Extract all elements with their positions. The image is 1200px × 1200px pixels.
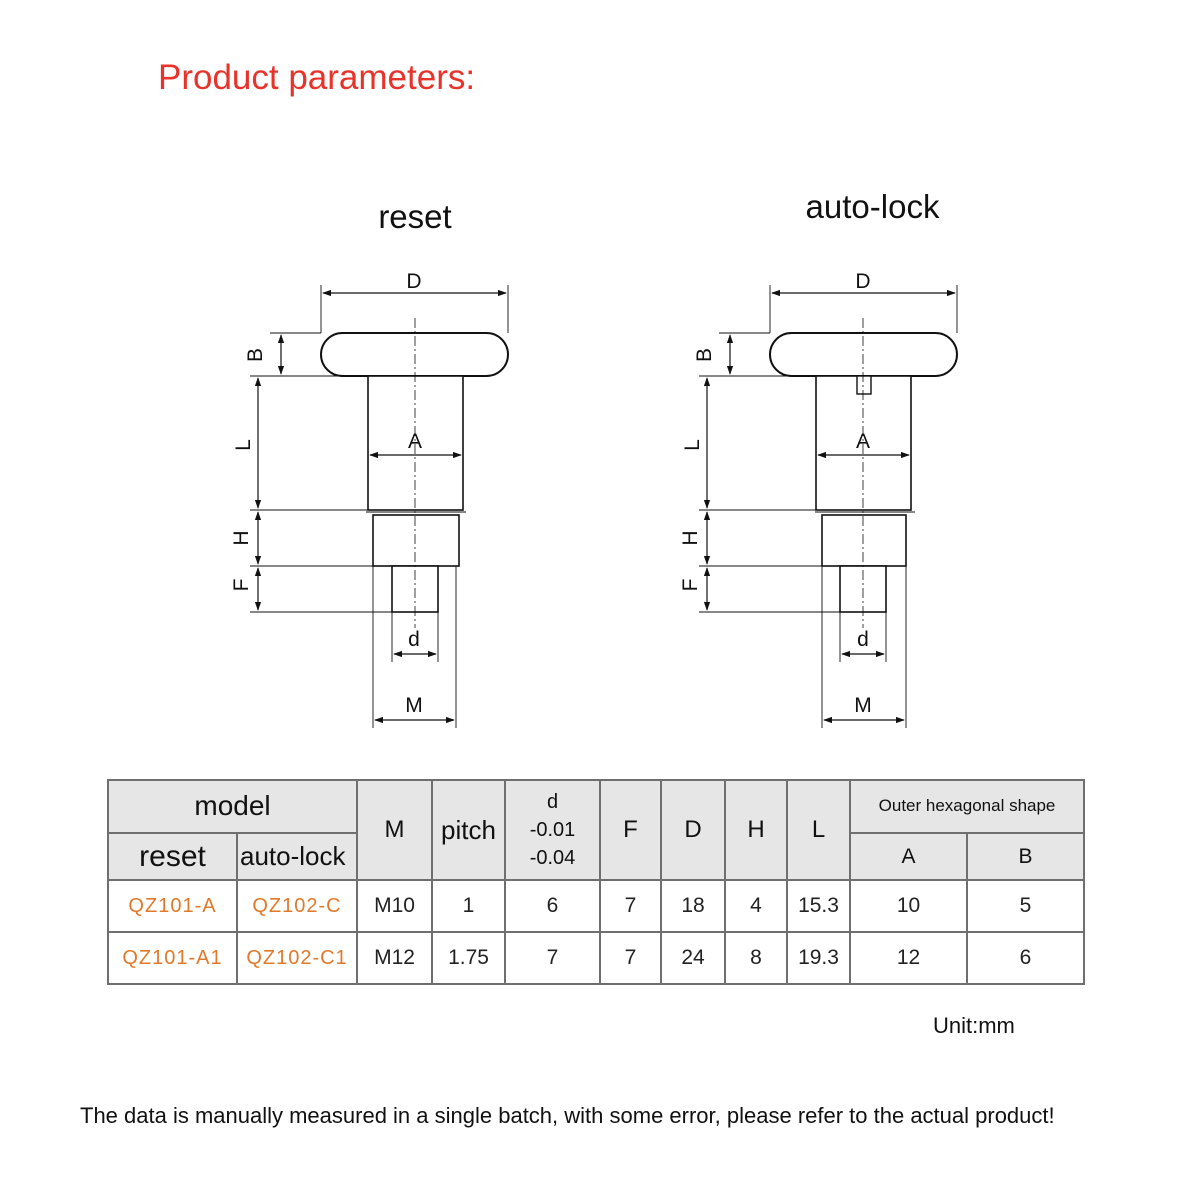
header-H: H xyxy=(724,778,789,882)
cell-H: 8 xyxy=(724,931,789,985)
cell-d: 6 xyxy=(504,879,602,934)
cell-D: 24 xyxy=(660,931,727,985)
auto-lock-dim-labels: D B L A H F d M xyxy=(679,270,872,717)
reset-dim-D: D xyxy=(406,270,421,293)
cell-auto-lock-model: QZ102-C1 xyxy=(235,931,359,985)
reset-drawing-label: reset xyxy=(378,198,452,235)
auto-lock-dim-A: A xyxy=(856,430,870,453)
cell-L: 15.3 xyxy=(786,879,852,934)
cell-B: 5 xyxy=(966,879,1086,934)
reset-dim-F: F xyxy=(230,579,253,592)
auto-lock-dim-B: B xyxy=(693,348,716,362)
reset-body xyxy=(367,375,464,511)
header-F: F xyxy=(599,778,663,882)
reset-dim-d: d xyxy=(408,628,420,651)
cell-M: M12 xyxy=(356,931,434,985)
header-D: D xyxy=(660,778,727,882)
header-hex: Outer hexagonal shape xyxy=(849,779,1086,834)
cell-reset-model: QZ101-A xyxy=(107,879,238,934)
cell-F: 7 xyxy=(599,879,663,934)
auto-lock-dim-d: d xyxy=(857,628,869,651)
cell-M: M10 xyxy=(356,879,434,934)
header-reset: reset xyxy=(107,831,238,882)
auto-lock-dim-H: H xyxy=(679,530,702,545)
auto-lock-body xyxy=(815,375,912,511)
auto-lock-pin-drawing xyxy=(699,285,958,728)
auto-lock-dim-L: L xyxy=(681,439,704,451)
auto-lock-dim-F: F xyxy=(679,579,702,592)
reset-dim-M: M xyxy=(405,694,423,717)
auto-lock-dim-M: M xyxy=(854,694,872,717)
cell-d: 7 xyxy=(504,931,602,985)
footnote: The data is manually measured in a singl… xyxy=(80,1103,1055,1128)
header-A: A xyxy=(849,831,969,882)
header-B: B xyxy=(966,831,1086,882)
cell-A: 12 xyxy=(849,931,969,985)
reset-dim-A: A xyxy=(408,430,422,453)
table-row: QZ101-A QZ102-C M10 1 6 7 18 4 15.3 10 5 xyxy=(107,879,1086,934)
reset-dim-L: L xyxy=(232,439,255,451)
parameters-table: model M pitch d -0.01 -0.04 F D H L Oute… xyxy=(106,778,1086,985)
auto-lock-knob xyxy=(769,332,958,377)
cell-F: 7 xyxy=(599,931,663,985)
header-d-tol-lower: -0.04 xyxy=(529,847,576,870)
auto-lock-dim-D: D xyxy=(855,270,870,293)
technical-drawings: D B L A H F d M xyxy=(230,270,958,728)
unit-label: Unit:mm xyxy=(933,1013,1015,1038)
auto-lock-tab xyxy=(856,375,872,395)
cell-pitch: 1.75 xyxy=(431,931,507,985)
cell-pitch: 1 xyxy=(431,879,507,934)
header-M: M xyxy=(356,778,434,882)
reset-hex-nut xyxy=(372,514,460,567)
reset-knob xyxy=(320,332,509,377)
cell-D: 18 xyxy=(660,879,727,934)
header-model: model xyxy=(106,779,359,834)
table-row: QZ101-A1 QZ102-C1 M12 1.75 7 7 24 8 19.3… xyxy=(107,931,1086,985)
reset-dim-H: H xyxy=(230,530,253,545)
cell-reset-model: QZ101-A1 xyxy=(107,931,238,985)
header-d: d -0.01 -0.04 xyxy=(504,778,602,882)
header-L: L xyxy=(786,778,852,882)
auto-lock-hex-nut xyxy=(821,514,907,567)
header-pitch: pitch xyxy=(431,778,507,882)
header-d-tol-upper: -0.01 xyxy=(529,819,576,842)
reset-dim-B: B xyxy=(244,348,267,362)
cell-auto-lock-model: QZ102-C xyxy=(235,879,359,934)
cell-L: 19.3 xyxy=(786,931,852,985)
reset-dim-labels: D B L A H F d M xyxy=(230,270,423,717)
cell-A: 10 xyxy=(849,879,969,934)
reset-pin-drawing xyxy=(250,285,509,728)
cell-B: 6 xyxy=(966,931,1086,985)
header-d-label: d xyxy=(546,791,559,814)
header-auto-lock: auto-lock xyxy=(235,831,359,882)
cell-H: 4 xyxy=(724,879,789,934)
auto-lock-drawing-label: auto-lock xyxy=(805,188,940,225)
page-title: Product parameters: xyxy=(158,58,476,97)
